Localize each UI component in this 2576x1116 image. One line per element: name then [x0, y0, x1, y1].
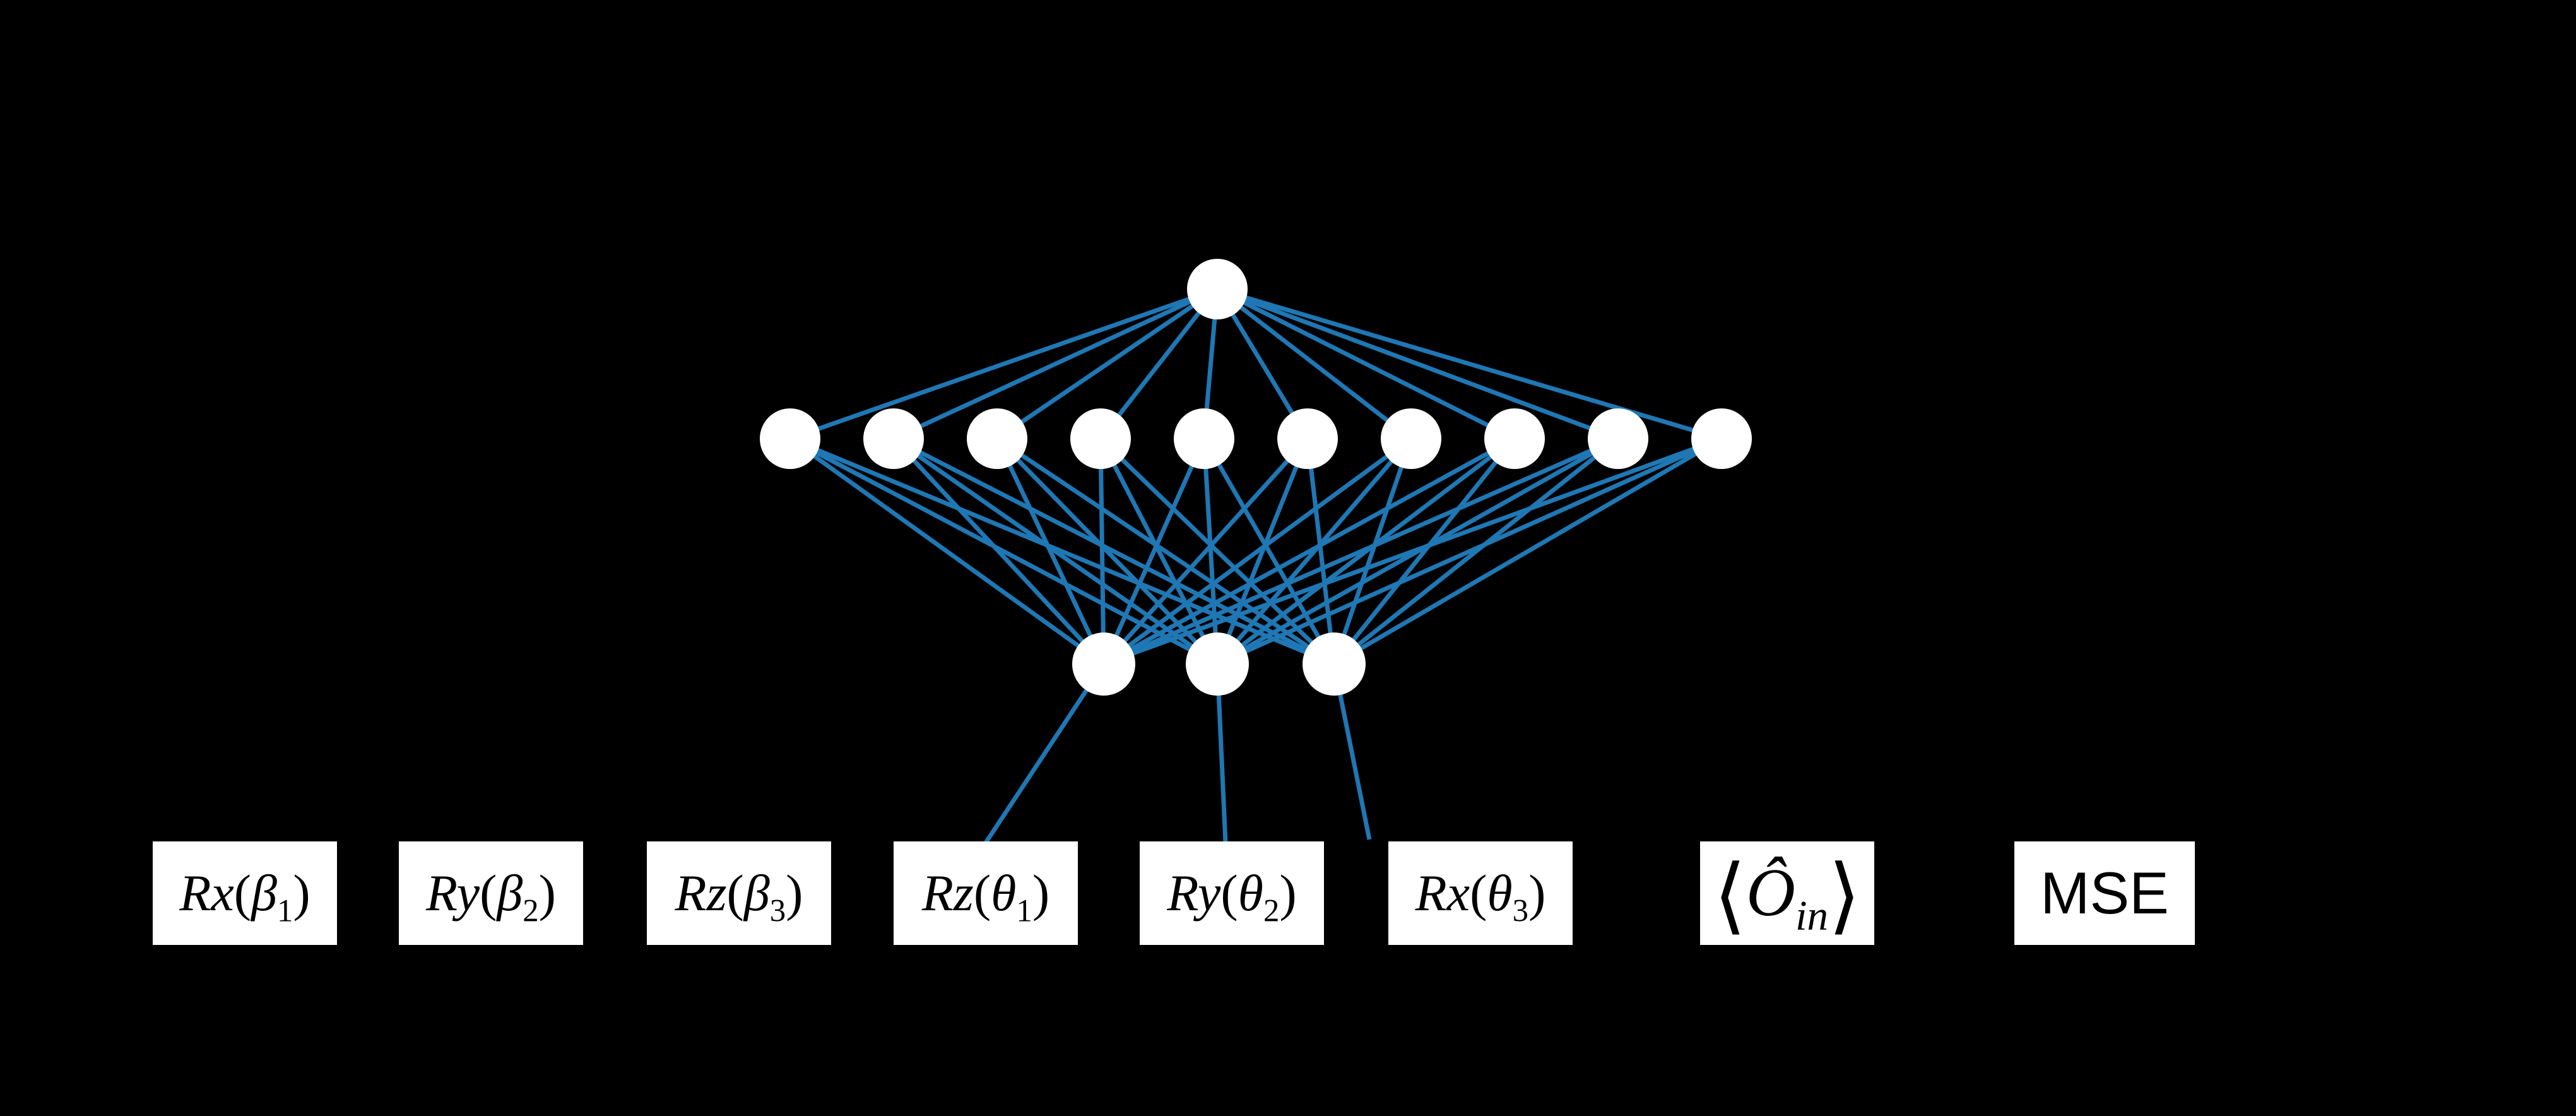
edge-hidden-output: [789, 436, 1335, 667]
label-segment: 2: [523, 893, 539, 929]
edge-hidden-output: [1102, 436, 1516, 667]
edge-hidden-output: [1202, 437, 1337, 665]
edge-hidden-output: [1098, 438, 1106, 665]
box-expectation: ⟨Ôin⟩: [1700, 841, 1874, 945]
box-rz-beta-3: Rz(β3): [647, 841, 831, 945]
edge-hidden-output: [892, 436, 1335, 667]
edge-hidden-output: [788, 437, 1106, 666]
hidden-node-5: [1174, 408, 1234, 469]
edge-hidden-output: [1099, 437, 1336, 666]
edge-hidden-output: [1101, 437, 1207, 665]
box-ry-theta-2: Ry(θ2): [1140, 841, 1324, 945]
edge-input-hidden: [789, 287, 1219, 441]
edge-input-hidden: [1216, 287, 1516, 441]
label-segment: Rz: [921, 864, 974, 922]
edge-input-hidden: [1216, 287, 1619, 441]
output-node-2: [1186, 632, 1249, 696]
label-segment: Ry: [1167, 864, 1221, 922]
edge-hidden-output: [1102, 436, 1619, 667]
edge-hidden-output: [1216, 436, 1723, 667]
hidden-node-4: [1070, 408, 1131, 469]
label-segment: Rx: [1415, 864, 1470, 922]
label-segment: 3: [1512, 893, 1529, 929]
label-segment: (: [726, 864, 744, 922]
hidden-node-3: [967, 408, 1027, 469]
edge-hidden-output: [1332, 437, 1414, 665]
edge-input-hidden: [1099, 287, 1219, 441]
label-segment: ): [538, 864, 556, 922]
label-segment: ): [1279, 864, 1297, 922]
edge-hidden-output: [1215, 437, 1310, 665]
edge-input-hidden: [892, 287, 1219, 441]
edge-hidden-output: [1102, 437, 1413, 666]
edge-hidden-output: [1215, 437, 1413, 666]
input-node: [1187, 259, 1248, 319]
hidden-node-9: [1588, 408, 1648, 469]
output-node-3: [1303, 632, 1366, 696]
edge-hidden-output: [789, 436, 1219, 667]
edge-input-hidden: [1217, 287, 1722, 441]
label-segment: 2: [1263, 893, 1280, 929]
label-segment: 1: [276, 893, 293, 929]
label-segment: θ: [1487, 864, 1513, 922]
edge-hidden-output: [995, 437, 1219, 666]
label-segment: ⟨: [1713, 850, 1746, 942]
label-segment: (: [973, 864, 991, 922]
label-segment: θ: [991, 864, 1017, 922]
edge-hidden-output: [1102, 437, 1309, 666]
edge-hidden-output: [995, 437, 1106, 665]
hidden-node-10: [1691, 408, 1752, 469]
edge-hidden-output: [1098, 437, 1220, 665]
edge-output-box: [984, 663, 1106, 844]
edge-hidden-output: [1102, 436, 1723, 667]
edge-hidden-output: [1332, 437, 1620, 666]
edge-hidden-output: [892, 437, 1106, 666]
box-mse: MSE: [2014, 841, 2195, 945]
hidden-node-8: [1484, 408, 1545, 469]
label-segment: (: [1470, 864, 1487, 922]
label-segment: β: [743, 864, 770, 922]
label-segment: θ: [1238, 864, 1263, 922]
hidden-node-2: [863, 408, 924, 469]
label-segment: ⟩: [1828, 850, 1861, 942]
label-segment: ): [786, 864, 803, 922]
label-segment: Rx: [179, 864, 234, 922]
box-rx-theta-3: Rx(θ3): [1388, 841, 1573, 945]
output-node-1: [1072, 632, 1135, 696]
label-segment: ): [293, 864, 310, 922]
hidden-node-7: [1381, 408, 1441, 469]
edge-hidden-output: [996, 437, 1335, 666]
edge-hidden-output: [1202, 438, 1220, 665]
label-segment: ): [1528, 864, 1546, 922]
label-segment: ): [1032, 864, 1050, 922]
edge-hidden-output: [1332, 437, 1516, 666]
box-ry-beta-2: Ry(β2): [399, 841, 583, 945]
label-segment: MSE: [2040, 860, 2169, 926]
edge-hidden-output: [1305, 438, 1337, 665]
box-rz-theta-1: Rz(θ1): [894, 841, 1078, 945]
label-segment: 1: [1016, 893, 1032, 929]
label-segment: Rz: [675, 864, 727, 922]
label-segment: 3: [769, 893, 786, 929]
edge-hidden-output: [892, 437, 1219, 666]
edge-input-hidden: [1215, 287, 1413, 441]
label-segment: β: [251, 864, 277, 922]
label-segment: (: [480, 864, 497, 922]
label-segment: Ô: [1746, 855, 1795, 930]
edge-input-hidden: [996, 287, 1219, 441]
hidden-node-6: [1277, 408, 1338, 469]
label-segment: (: [233, 864, 252, 922]
label-segment: (: [1220, 864, 1238, 922]
box-rx-beta-1: Rx(β1): [153, 841, 337, 945]
label-segment: β: [497, 864, 523, 922]
label-segment: Ry: [426, 864, 480, 922]
label-segment: in: [1795, 892, 1829, 939]
edge-hidden-output: [1333, 436, 1723, 667]
hidden-node-1: [760, 408, 820, 469]
